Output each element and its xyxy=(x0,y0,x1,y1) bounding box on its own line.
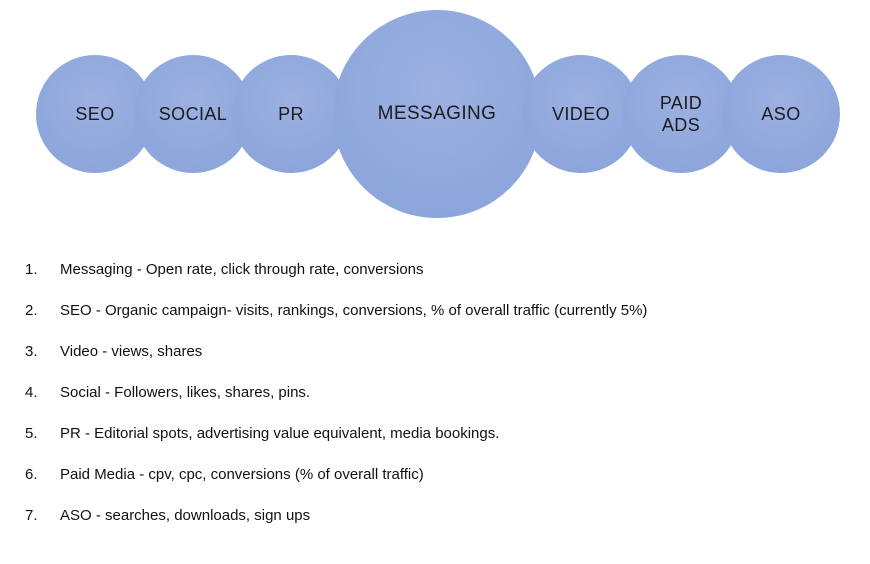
list-item-paid-media: 6. Paid Media - cpv, cpc, conversions (%… xyxy=(25,466,850,484)
list-item-number: 7. xyxy=(25,507,38,524)
list-item-number: 5. xyxy=(25,425,38,442)
circle-video: VIDEO xyxy=(522,55,640,173)
list-item-number: 4. xyxy=(25,384,38,401)
list-item-text: SEO - Organic campaign- visits, rankings… xyxy=(60,302,648,319)
list-item-number: 2. xyxy=(25,302,38,319)
circle-paid-ads: PAID ADS xyxy=(622,55,740,173)
circle-paid-ads-label: PAID ADS xyxy=(659,92,703,136)
circle-pr: PR xyxy=(232,55,350,173)
circle-video-label: VIDEO xyxy=(551,103,610,124)
list-item-text: Video - views, shares xyxy=(60,343,203,360)
circle-messaging: MESSAGING xyxy=(333,10,541,218)
list-item-text: Social - Followers, likes, shares, pins. xyxy=(60,384,311,401)
list-item-text: PR - Editorial spots, advertising value … xyxy=(60,425,500,442)
list-item-aso: 7. ASO - searches, downloads, sign ups xyxy=(25,507,850,525)
circle-seo-label: SEO xyxy=(75,103,115,124)
list-item-messaging: 1. Messaging - Open rate, click through … xyxy=(25,261,850,279)
list-item-seo: 2. SEO - Organic campaign- visits, ranki… xyxy=(25,302,850,320)
list-item-video: 3. Video - views, shares xyxy=(25,343,850,361)
circle-pr-label: PR xyxy=(278,103,304,124)
list-item-social: 4. Social - Followers, likes, shares, pi… xyxy=(25,384,850,402)
list-item-text: ASO - searches, downloads, sign ups xyxy=(60,507,311,524)
list-item-text: Messaging - Open rate, click through rat… xyxy=(60,261,424,278)
circle-social-label: SOCIAL xyxy=(158,103,228,124)
circle-messaging-label: MESSAGING xyxy=(377,103,497,125)
circle-aso-label: ASO xyxy=(761,103,801,124)
list-item-number: 3. xyxy=(25,343,38,360)
list-item-text: Paid Media - cpv, cpc, conversions (% of… xyxy=(60,466,424,483)
list-item-number: 1. xyxy=(25,261,38,278)
list-item-pr: 5. PR - Editorial spots, advertising val… xyxy=(25,425,850,443)
metrics-list: 1. Messaging - Open rate, click through … xyxy=(25,261,850,525)
circle-aso: ASO xyxy=(722,55,840,173)
list-item-number: 6. xyxy=(25,466,38,483)
